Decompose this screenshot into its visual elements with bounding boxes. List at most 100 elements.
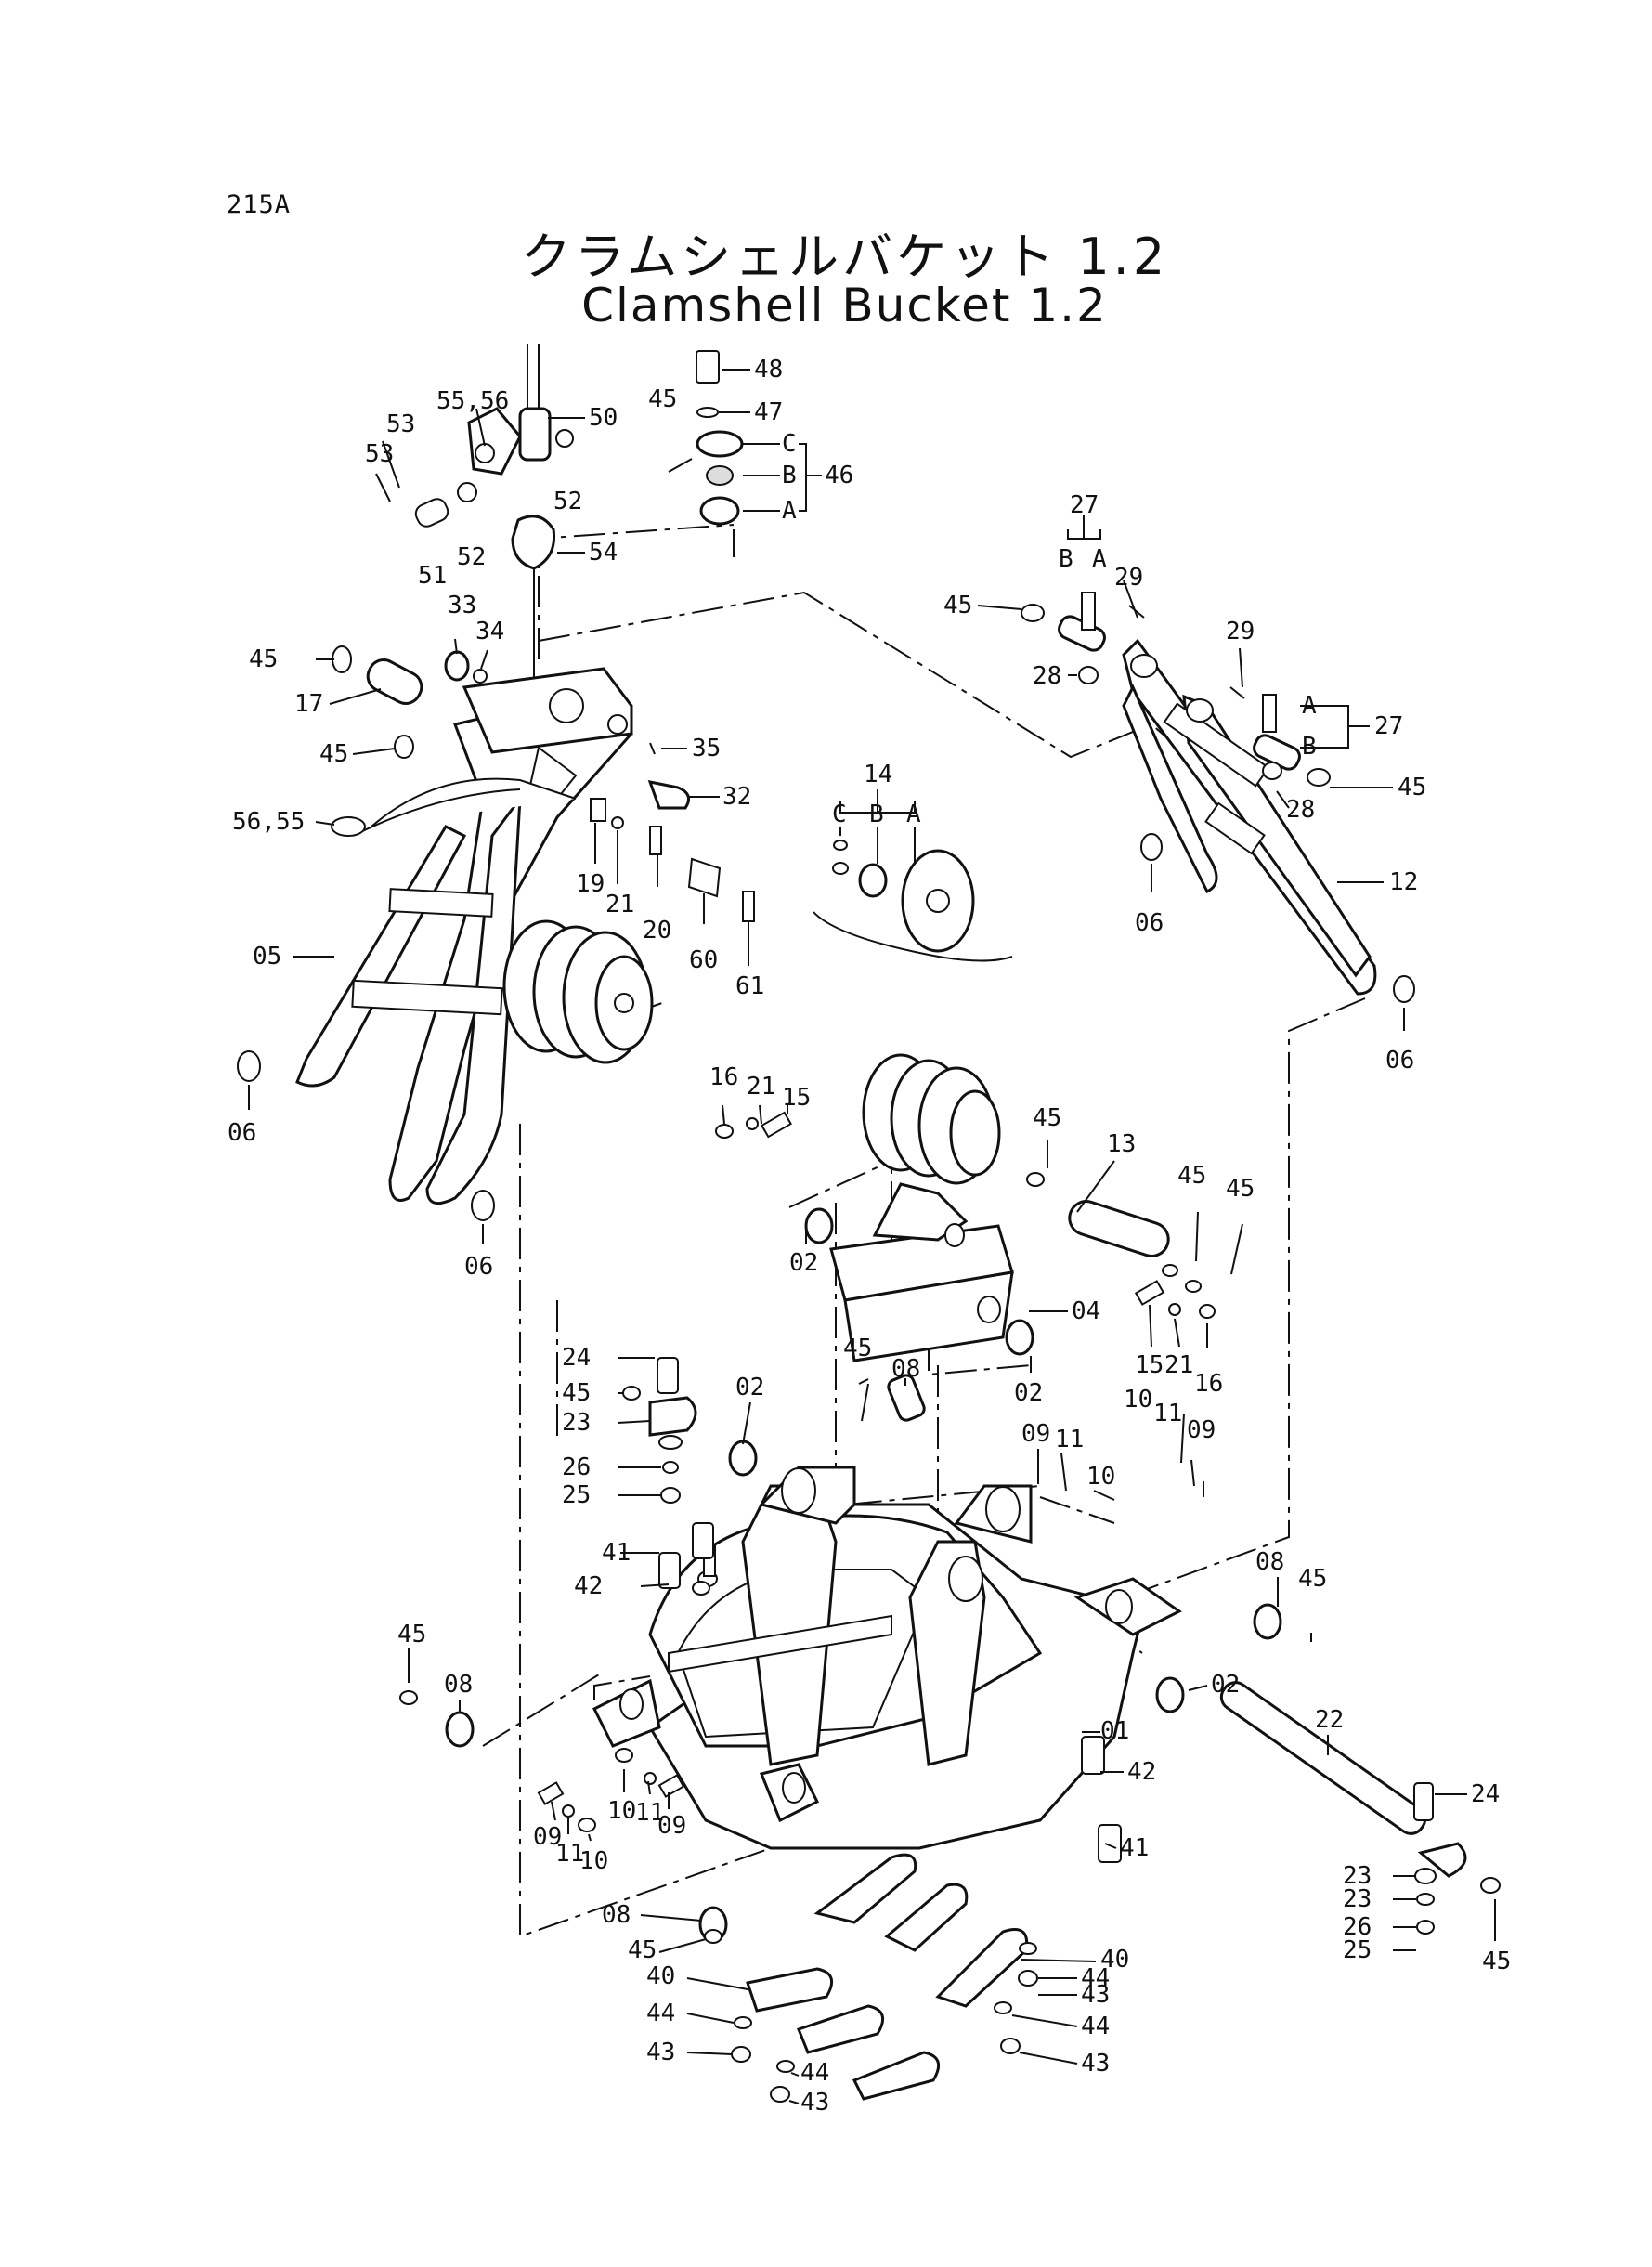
label-02: 02 [1014, 1379, 1043, 1407]
label-10: 10 [579, 1847, 608, 1875]
label-16: 16 [1194, 1370, 1223, 1398]
label-33: 33 [448, 592, 476, 619]
label-45: 45 [1398, 774, 1426, 801]
label-06: 06 [1135, 909, 1164, 937]
label-09: 09 [657, 1812, 686, 1840]
label-43: 43 [1081, 1981, 1110, 2009]
label-45: 45 [249, 645, 278, 673]
label-48: 48 [754, 356, 783, 384]
label-45: 45 [319, 740, 348, 768]
label-44: 44 [646, 2000, 675, 2027]
label-08: 08 [891, 1355, 920, 1383]
label-40: 40 [646, 1962, 675, 1990]
label-27-a: A [1302, 692, 1317, 720]
left-sheaves [237, 919, 654, 1221]
lower-sheave-block-04 [715, 1053, 1216, 1362]
label-27-a: A [1092, 545, 1107, 573]
label-23: 23 [1343, 1885, 1372, 1913]
label-42: 42 [1127, 1758, 1156, 1786]
label-28: 28 [1033, 662, 1061, 690]
label-60: 60 [689, 946, 718, 974]
label-41: 41 [602, 1539, 631, 1567]
label-45: 45 [1298, 1565, 1327, 1593]
label-06: 06 [464, 1253, 493, 1281]
label-25: 25 [562, 1481, 591, 1509]
label-28: 28 [1286, 796, 1315, 824]
label-32: 32 [722, 783, 751, 811]
label-22: 22 [1315, 1706, 1344, 1734]
label-23: 23 [1343, 1862, 1372, 1890]
right-side-frame-12 [1021, 592, 1415, 1003]
label-11: 11 [635, 1799, 664, 1827]
label-25: 25 [1343, 1936, 1372, 1964]
label-21: 21 [747, 1073, 775, 1101]
label-47: 47 [754, 398, 783, 426]
label-14-a: A [906, 801, 921, 828]
sheet-number: 215A [227, 190, 292, 219]
bucket-shell-01 [445, 1374, 1282, 1943]
left-side-frame-05 [295, 667, 633, 1205]
label-40: 40 [1100, 1946, 1129, 1974]
label-08: 08 [602, 1901, 631, 1929]
label-45: 45 [943, 592, 972, 619]
label-26: 26 [1343, 1913, 1372, 1941]
hanger-assembly [375, 344, 574, 687]
label-43: 43 [646, 2039, 675, 2066]
label-52: 52 [457, 543, 486, 571]
label-21: 21 [605, 891, 634, 919]
label-52: 52 [553, 488, 582, 515]
label-61: 61 [735, 972, 764, 1000]
label-29: 29 [1114, 564, 1143, 592]
label-09: 09 [1021, 1420, 1050, 1448]
label-51: 51 [418, 562, 447, 590]
label-02: 02 [735, 1374, 764, 1401]
label-55-56: 55,56 [436, 387, 509, 415]
label-54: 54 [589, 539, 618, 567]
label-08: 08 [444, 1671, 473, 1699]
label-45: 45 [628, 1936, 657, 1964]
label-09: 09 [1187, 1416, 1216, 1444]
label-06: 06 [1385, 1047, 1414, 1075]
label-11: 11 [1055, 1426, 1084, 1453]
label-14-c: C [832, 801, 847, 828]
label-45: 45 [1226, 1175, 1255, 1203]
label-45: 45 [397, 1621, 426, 1648]
label-35: 35 [692, 735, 721, 762]
label-45: 45 [562, 1379, 591, 1407]
label-27-b: B [1059, 545, 1073, 573]
label-45: 45 [843, 1335, 872, 1362]
label-14: 14 [864, 761, 892, 788]
label-29: 29 [1226, 618, 1255, 645]
label-10: 10 [1086, 1463, 1115, 1491]
label-10: 10 [1124, 1386, 1152, 1414]
label-45: 45 [1482, 1948, 1511, 1975]
label-21: 21 [1164, 1351, 1193, 1379]
label-44: 44 [1081, 2013, 1110, 2040]
label-43: 43 [800, 2089, 829, 2117]
label-05: 05 [253, 943, 281, 971]
label-46: 46 [825, 462, 853, 489]
label-53: 53 [365, 440, 394, 468]
label-06: 06 [228, 1119, 256, 1147]
label-09: 09 [533, 1823, 562, 1851]
label-27-b: B [1302, 733, 1317, 761]
label-24: 24 [562, 1344, 591, 1372]
title-english: Clamshell Bucket 1.2 [581, 279, 1108, 332]
label-44: 44 [800, 2059, 829, 2087]
bucket-teeth-40 [731, 1853, 1038, 2103]
label-50: 50 [589, 404, 618, 432]
label-27: 27 [1070, 491, 1099, 519]
label-15: 15 [1135, 1351, 1164, 1379]
label-08: 08 [1255, 1548, 1284, 1576]
label-02: 02 [789, 1249, 818, 1277]
label-34: 34 [475, 618, 504, 645]
title-japanese: クラムシェルバケット 1.2 [520, 228, 1169, 286]
label-12: 12 [1389, 868, 1418, 896]
label-16: 16 [709, 1063, 738, 1091]
label-53: 53 [386, 410, 415, 438]
label-23: 23 [562, 1409, 591, 1437]
label-24: 24 [1471, 1780, 1500, 1808]
label-02: 02 [1211, 1671, 1240, 1699]
label-19: 19 [576, 870, 605, 898]
